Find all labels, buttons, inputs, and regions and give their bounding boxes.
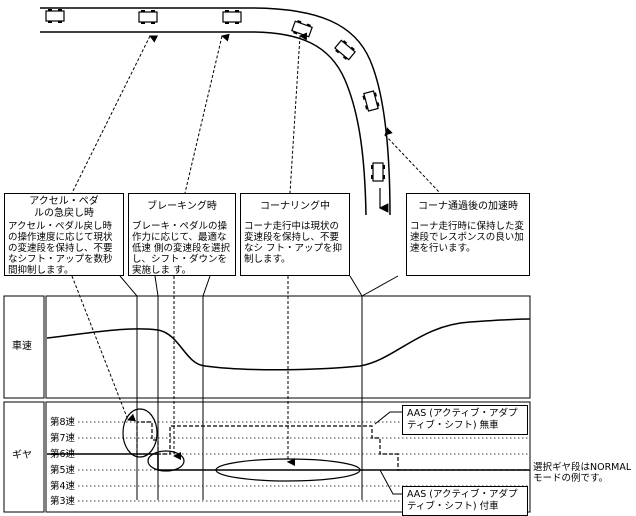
gear-label-4: 第4速 xyxy=(50,481,76,492)
row-label-gear: ギヤ xyxy=(12,450,32,461)
gear-line-without-aas xyxy=(136,421,530,471)
gear-label-8: 第8速 xyxy=(50,417,76,428)
box-title: ブレーキング時 xyxy=(147,201,217,212)
chart-frames xyxy=(3,295,531,513)
box-cornering: コーナリング中 コーナ走行中は現状の変速段を保持し、不要なシ フト・アップを抑制… xyxy=(240,193,350,276)
gear-label-6: 第6速 xyxy=(50,449,76,460)
gear-label-5: 第5速 xyxy=(50,465,76,476)
box-body: コーナ走行中は現状の変速段を保持し、不要なシ フト・アップを抑制します。 xyxy=(244,221,343,265)
row-label-speed: 車速 xyxy=(12,341,32,352)
box-title: コーナリング中 xyxy=(260,201,330,212)
box-accelerator-release: アクセル・ペダルの急戻し時 アクセル・ペダル戻し時の操作速度に応じて現状 の変速… xyxy=(4,193,124,276)
chart-leaders xyxy=(71,275,295,466)
mode-note: 選択ギヤ段はNORMALモードの例です。 xyxy=(533,462,632,484)
callout-without-aas: AAS (アクティブ・アダプティブ・シフト) 無車 xyxy=(402,405,528,435)
speed-curve xyxy=(46,318,531,371)
gear-line-with-aas xyxy=(47,453,530,471)
box-body: ブレーキ・ペダルの操作力に応じて、最適な低速 側の変速段を選択し、シフト・ダウン… xyxy=(132,221,231,276)
road xyxy=(40,7,391,216)
gear-label-7: 第7速 xyxy=(50,433,76,444)
box-body: コーナ走行時に保持した変速段でレスポンスの良い加速を行います。 xyxy=(410,221,525,254)
cars xyxy=(45,8,386,182)
box-braking: ブレーキング時 ブレーキ・ペダルの操作力に応じて、最適な低速 側の変速段を選択し… xyxy=(128,193,236,276)
gear-label-3: 第3速 xyxy=(50,496,76,507)
road-leaders xyxy=(71,32,441,194)
box-body: アクセル・ペダル戻し時の操作速度に応じて現状 の変速段を保持し、不要なシフト・ア… xyxy=(8,221,113,276)
box-title: アクセル・ペダルの急戻し時 xyxy=(29,196,99,219)
callout-connectors xyxy=(374,411,402,495)
callout-with-aas: AAS (アクティブ・アダプティブ・シフト) 付車 xyxy=(402,486,528,516)
box-title: コーナ通過後の加速時 xyxy=(418,201,518,212)
box-post-corner-acceleration: コーナ通過後の加速時 コーナ走行時に保持した変速段でレスポンスの良い加速を行いま… xyxy=(406,193,530,276)
